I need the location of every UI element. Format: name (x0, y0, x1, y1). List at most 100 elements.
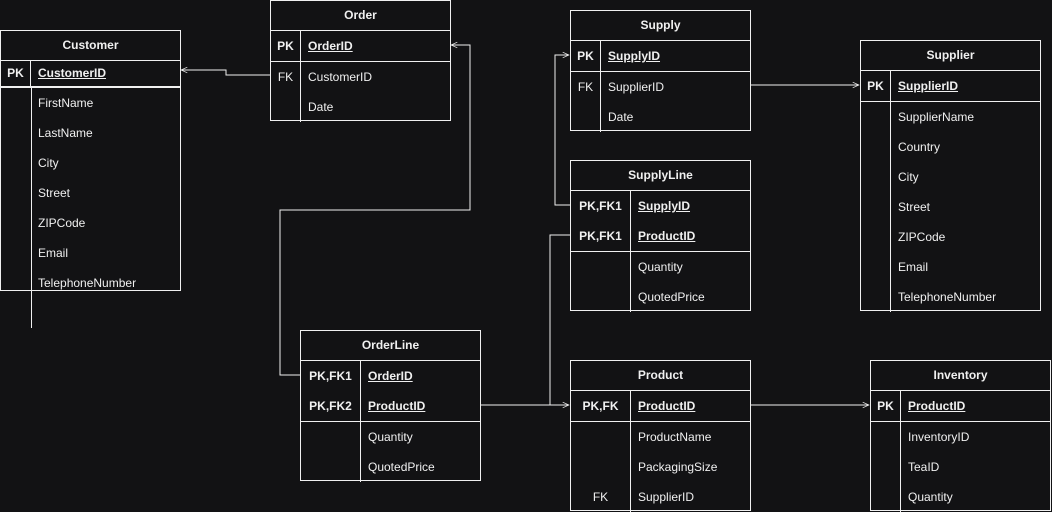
edge-order-customer (181, 70, 270, 76)
key-label (571, 102, 601, 132)
key-label (871, 452, 901, 482)
attribute-name: Email (38, 246, 69, 260)
attribute-row[interactable]: ProductName (571, 422, 750, 452)
attribute-name: CustomerID (308, 70, 373, 84)
attribute-row[interactable]: PK,FK1 SupplyID (571, 191, 750, 221)
attribute-row[interactable]: SupplierName (861, 102, 1040, 132)
attribute-name: SupplierName (898, 110, 975, 124)
attribute-row[interactable]: TeaID (871, 452, 1050, 482)
key-label (861, 222, 891, 252)
attribute-row[interactable]: TelephoneNumber (1, 268, 180, 298)
attribute-section: FirstName LastName City Street ZIPCode E… (1, 88, 180, 328)
entity-title: Customer (1, 31, 180, 61)
key-label (1, 238, 31, 268)
attribute-name: PackagingSize (638, 460, 718, 474)
entity-product[interactable]: Product PK,FK ProductID ProductName Pack… (570, 360, 751, 512)
attribute-name: CustomerID (38, 66, 107, 80)
attribute-name: Email (898, 260, 929, 274)
attribute-row[interactable]: TelephoneNumber (861, 282, 1040, 312)
attribute-row[interactable]: InventoryID (871, 422, 1050, 452)
attribute-row[interactable]: City (1, 148, 180, 178)
attribute-name: ProductID (638, 399, 696, 413)
attribute-row[interactable]: QuotedPrice (301, 452, 480, 482)
attribute-row[interactable]: QuotedPrice (571, 282, 750, 312)
entity-inventory[interactable]: Inventory PK ProductID InventoryID TeaID… (870, 360, 1051, 512)
attribute-name: InventoryID (908, 430, 970, 444)
entity-supplier[interactable]: Supplier PK SupplierID SupplierName Coun… (860, 40, 1041, 312)
entity-orderline[interactable]: OrderLine PK,FK1 OrderID PK,FK2 ProductI… (300, 330, 481, 482)
key-label (861, 192, 891, 222)
attribute-name: SupplierID (898, 79, 959, 93)
attribute-name: ProductID (908, 399, 966, 413)
entity-title: Inventory (871, 361, 1050, 391)
pk-section: PK,FK1 SupplyID PK,FK1 ProductID (571, 191, 750, 252)
pk-section: PK,FK1 OrderID PK,FK2 ProductID (301, 361, 480, 422)
key-label (1, 178, 31, 208)
attribute-row[interactable]: ZIPCode (861, 222, 1040, 252)
attribute-name: Quantity (368, 430, 413, 444)
attribute-row[interactable]: PK SupplyID (571, 41, 750, 71)
attribute-name: Quantity (638, 260, 683, 274)
attribute-name: TeaID (908, 460, 940, 474)
attribute-name: Date (308, 100, 334, 114)
key-label (861, 252, 891, 282)
attribute-name: ProductID (368, 399, 426, 413)
edge-supplyline-supply (554, 55, 570, 206)
attribute-name: ProductID (638, 229, 696, 243)
attribute-row[interactable]: Email (1, 238, 180, 268)
entity-title: OrderLine (301, 331, 480, 361)
attribute-name: QuotedPrice (638, 290, 705, 304)
pk-section: PK OrderID (271, 31, 450, 62)
attribute-row[interactable]: Quantity (301, 422, 480, 452)
key-label (301, 452, 361, 482)
attribute-row[interactable]: City (861, 162, 1040, 192)
attribute-name: Country (898, 140, 941, 154)
attribute-row[interactable]: PK SupplierID (861, 71, 1040, 101)
attribute-row[interactable]: Email (861, 252, 1040, 282)
key-label (571, 282, 631, 312)
attribute-name: ZIPCode (898, 230, 946, 244)
attribute-row[interactable]: FirstName (1, 88, 180, 118)
attribute-name: City (38, 156, 59, 170)
attribute-name: SupplyID (638, 199, 691, 213)
entity-supplyline[interactable]: SupplyLine PK,FK1 SupplyID PK,FK1 Produc… (570, 160, 751, 312)
attribute-row[interactable]: Street (1, 178, 180, 208)
attribute-row[interactable]: PK OrderID (271, 31, 450, 61)
attribute-row[interactable]: PK,FK2 ProductID (301, 391, 480, 421)
attribute-row[interactable]: Quantity (871, 482, 1050, 512)
attribute-row[interactable]: ZIPCode (1, 208, 180, 238)
attribute-row[interactable]: Date (271, 92, 450, 122)
attribute-row[interactable]: PK ProductID (871, 391, 1050, 421)
attribute-row[interactable]: PK,FK1 OrderID (301, 361, 480, 391)
entity-title: SupplyLine (571, 161, 750, 191)
attribute-row[interactable]: PK CustomerID (1, 61, 180, 86)
attribute-row[interactable]: PK,FK ProductID (571, 391, 750, 421)
attribute-row[interactable]: PackagingSize (571, 452, 750, 482)
key-label (861, 132, 891, 162)
attribute-row[interactable]: Date (571, 102, 750, 132)
pk-section: PK ProductID (871, 391, 1050, 422)
attribute-section: Quantity QuotedPrice (571, 252, 750, 312)
attribute-name: City (898, 170, 919, 184)
pk-section: PK SupplierID (861, 71, 1040, 102)
attribute-row[interactable]: Country (861, 132, 1040, 162)
attribute-row[interactable]: PK,FK1 ProductID (571, 221, 750, 251)
key-label (571, 422, 631, 452)
attribute-row[interactable]: LastName (1, 118, 180, 148)
key-label (571, 252, 631, 282)
key-label (1, 148, 31, 178)
attribute-row[interactable]: Quantity (571, 252, 750, 282)
attribute-name: Quantity (908, 490, 953, 504)
key-label: PK (861, 71, 891, 101)
attribute-row[interactable]: Street (861, 192, 1040, 222)
attribute-name: ZIPCode (38, 216, 86, 230)
entity-customer[interactable]: Customer PK CustomerID FirstName LastNam… (0, 30, 181, 328)
